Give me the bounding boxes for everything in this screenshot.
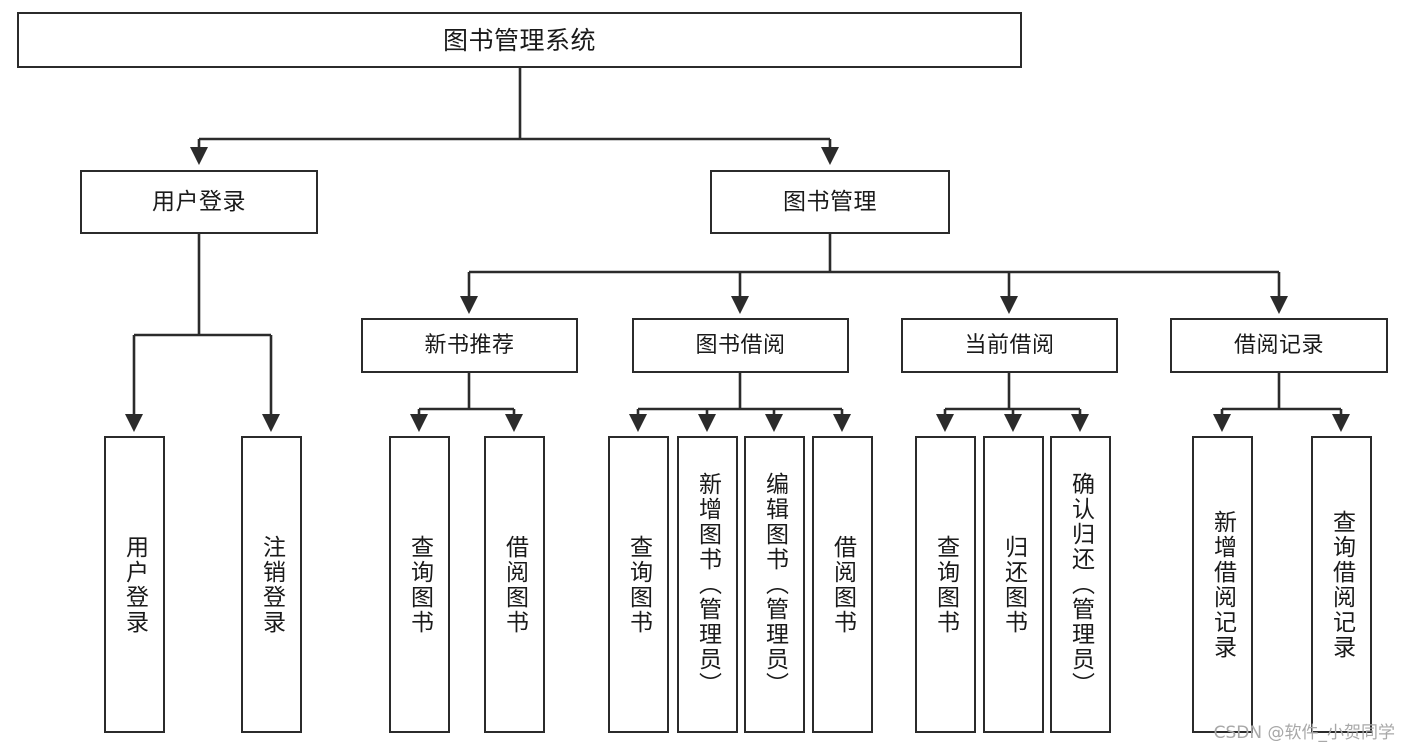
node-label: 查询图书: [625, 534, 652, 635]
node-label: 新书推荐: [424, 332, 515, 358]
node-label: 新增借阅记录: [1209, 509, 1236, 660]
node-borrow-records[interactable]: 借阅记录: [1170, 318, 1388, 373]
node-label: 借阅图书: [501, 534, 528, 635]
leaf-query-book-recommend[interactable]: 查询图书: [389, 436, 450, 733]
node-current-borrow[interactable]: 当前借阅: [901, 318, 1118, 373]
node-label: 图书借阅: [695, 332, 786, 358]
leaf-add-book-admin[interactable]: 新增图书（管理员）: [677, 436, 738, 733]
node-label: 注销登录: [258, 534, 285, 635]
node-book-management[interactable]: 图书管理: [710, 170, 950, 234]
node-label: 查询图书: [406, 534, 433, 635]
node-label: 图书管理: [783, 188, 877, 215]
leaf-borrow-book[interactable]: 借阅图书: [812, 436, 873, 733]
leaf-add-borrow-record[interactable]: 新增借阅记录: [1192, 436, 1253, 733]
leaf-borrow-book-recommend[interactable]: 借阅图书: [484, 436, 545, 733]
node-label: 图书管理系统: [442, 25, 596, 55]
node-label: 借阅记录: [1233, 332, 1324, 358]
node-label: 用户登录: [152, 188, 246, 215]
leaf-query-borrow-record[interactable]: 查询借阅记录: [1311, 436, 1372, 733]
node-root-system[interactable]: 图书管理系统: [17, 12, 1022, 68]
node-label: 确认归还（管理员）: [1067, 472, 1094, 697]
leaf-logout[interactable]: 注销登录: [241, 436, 302, 733]
node-label: 查询图书: [932, 534, 959, 635]
node-user-login[interactable]: 用户登录: [80, 170, 318, 234]
leaf-query-book[interactable]: 查询图书: [608, 436, 669, 733]
node-label: 查询借阅记录: [1328, 509, 1355, 660]
leaf-return-book[interactable]: 归还图书: [983, 436, 1044, 733]
node-label: 当前借阅: [964, 332, 1055, 358]
node-label: 归还图书: [1000, 534, 1027, 635]
csdn-watermark: CSDN @软件_小贺同学: [1213, 723, 1395, 743]
node-label: 借阅图书: [829, 534, 856, 635]
leaf-query-book-current[interactable]: 查询图书: [915, 436, 976, 733]
node-new-book-recommend[interactable]: 新书推荐: [361, 318, 578, 373]
leaf-user-login[interactable]: 用户登录: [104, 436, 165, 733]
node-label: 编辑图书（管理员）: [761, 472, 788, 697]
leaf-confirm-return-admin[interactable]: 确认归还（管理员）: [1050, 436, 1111, 733]
node-book-borrow[interactable]: 图书借阅: [632, 318, 849, 373]
node-label: 用户登录: [121, 534, 148, 635]
leaf-edit-book-admin[interactable]: 编辑图书（管理员）: [744, 436, 805, 733]
node-label: 新增图书（管理员）: [694, 472, 721, 697]
